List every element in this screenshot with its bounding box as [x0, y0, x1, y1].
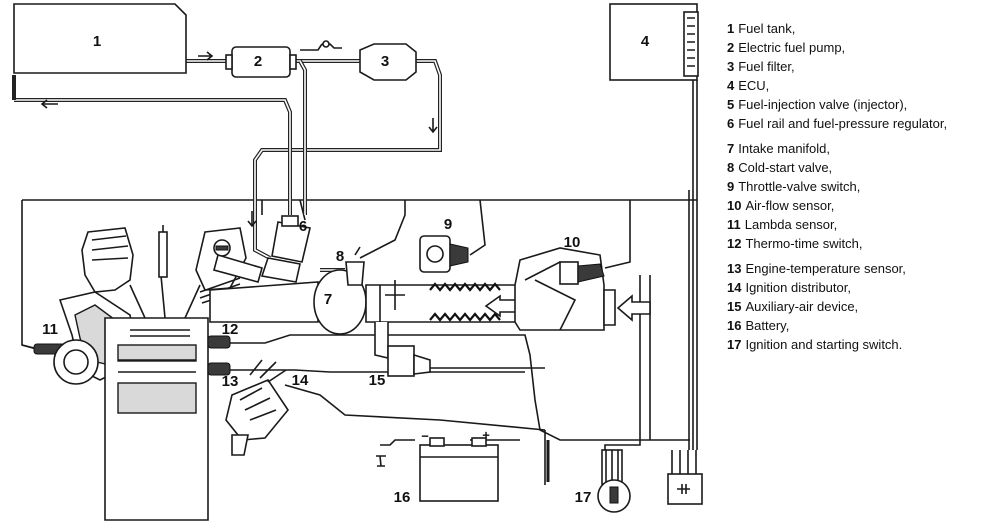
fuel-tank-label: 1: [93, 33, 101, 50]
legend-item-text: Lambda sensor,: [744, 217, 838, 232]
legend-item-text: Ignition and starting switch.: [745, 337, 903, 352]
legend-item-text: Fuel filter,: [738, 59, 795, 74]
fuel-tank: 1: [13, 3, 187, 74]
legend-item-number: 2: [727, 40, 735, 55]
legend-item-number: 6: [727, 116, 735, 131]
ignition-distributor-label: 14: [292, 372, 309, 389]
ecu: 4: [609, 3, 699, 81]
legend-item-text: Fuel-injection valve (injector),: [738, 97, 908, 112]
legend-item-text: Auxiliary-air device,: [745, 299, 859, 314]
legend-item-text: Battery,: [745, 318, 790, 333]
lambda-sensor-label: 11: [42, 321, 58, 338]
ignition-distributor: 14: [225, 359, 309, 456]
legend-item-text: Electric fuel pump,: [738, 40, 846, 55]
battery-label: 16: [394, 489, 411, 506]
fuel-filter-label: 3: [381, 53, 389, 70]
legend-item-text: ECU,: [738, 78, 770, 93]
legend-item-number: 5: [727, 97, 735, 112]
legend-item-text: Fuel rail and fuel-pressure regulator,: [738, 116, 948, 131]
legend-item-number: 11: [727, 217, 741, 232]
legend-item-number: 16: [727, 318, 742, 333]
legend-item-number: 17: [727, 337, 742, 352]
auxiliary-air-device: 15: [369, 322, 431, 389]
battery-negative-terminal: −: [421, 428, 429, 443]
legend-item-text: Throttle-valve switch,: [738, 179, 861, 194]
legend-item-number: 4: [727, 78, 735, 93]
aux-air-device-label: 15: [369, 372, 386, 389]
fuel-filter: 3: [359, 43, 417, 81]
legend-item-number: 12: [727, 236, 742, 251]
legend-item-text: Engine-temperature sensor,: [745, 261, 906, 276]
legend-item-text: Cold-start valve,: [738, 160, 833, 175]
legend-item-number: 8: [727, 160, 735, 175]
lambda-sensor: 11: [21, 321, 99, 385]
throttle-valve-switch: 9: [385, 216, 469, 310]
thermo-time-switch-label: 12: [222, 321, 239, 338]
ecu-label: 4: [641, 33, 650, 50]
legend-item-text: Ignition distributor,: [745, 280, 851, 295]
engine-temp-sensor: 13: [207, 362, 239, 390]
legend-item-number: 1: [727, 21, 735, 36]
legend-item-text: Thermo-time switch,: [745, 236, 863, 251]
legend-item-number: 14: [727, 280, 742, 295]
engine-block: [58, 225, 247, 521]
ignition-switch: 17: [575, 449, 631, 513]
battery-positive-terminal: +: [482, 427, 490, 442]
relay-connector: [667, 450, 703, 505]
legend-item-text: Air-flow sensor,: [745, 198, 835, 213]
air-flow-sensor: 10: [514, 234, 651, 331]
battery: − + 16: [376, 427, 520, 506]
fuel-rail-label: 6: [299, 218, 307, 235]
fuel-pump-label: 2: [254, 53, 262, 70]
cold-start-valve-label: 8: [336, 248, 344, 265]
legend-item-number: 15: [727, 299, 742, 314]
cold-start-valve: 8: [336, 246, 365, 286]
electric-fuel-pump: 2: [225, 40, 342, 78]
air-flow-sensor-label: 10: [564, 234, 581, 251]
legend-item-number: 7: [727, 141, 735, 156]
intake-manifold-label: 7: [324, 291, 332, 308]
legend-item-number: 13: [727, 261, 742, 276]
legend-item-number: 3: [727, 59, 735, 74]
fuel-rail-pressure-regulator: 6: [260, 215, 311, 283]
legend-item-text: Fuel tank,: [738, 21, 796, 36]
thermo-time-switch: 12: [207, 321, 239, 349]
throttle-switch-label: 9: [444, 216, 452, 233]
legend-item-text: Intake manifold,: [738, 141, 831, 156]
engine-temp-sensor-label: 13: [222, 373, 239, 390]
fuel-lines: [12, 59, 442, 272]
ignition-switch-label: 17: [575, 489, 592, 506]
legend-item-number: 10: [727, 198, 742, 213]
legend-item-number: 9: [727, 179, 735, 194]
